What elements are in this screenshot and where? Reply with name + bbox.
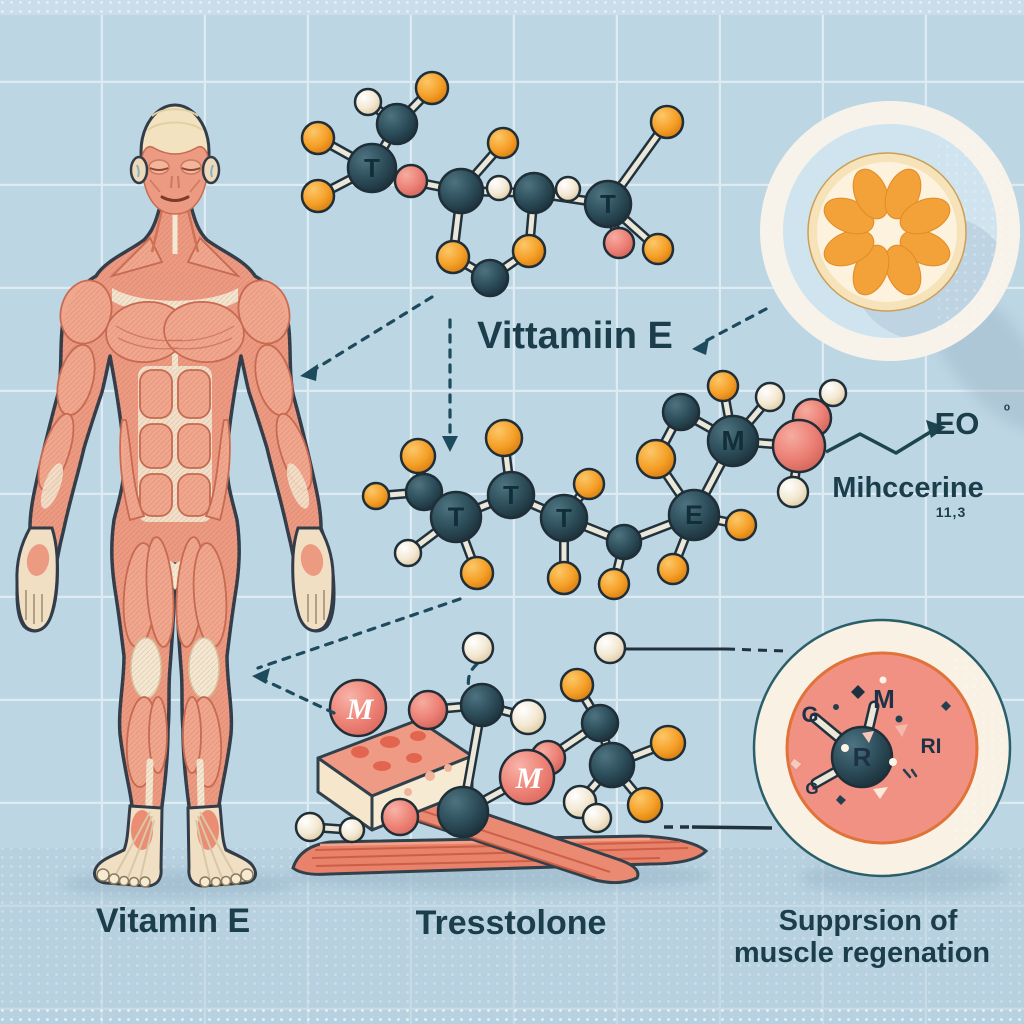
atom-label: R [853,742,872,772]
meat-and-muscle-illustration: M M [291,631,709,885]
orange-slice-inset [760,101,1020,361]
right-foot [186,804,258,888]
atom-label: T [448,502,465,532]
trestolone-molecule: T T T E M [361,369,946,601]
left-foot [92,804,164,888]
dashed-arrow-meat-to-knee [252,668,336,715]
atom-label: T [503,480,519,510]
atom-label: T [556,503,572,533]
inset-label-g-lower: G [805,779,818,798]
label-vitamin-e-molecule: Vittamiin E [477,315,673,357]
label-eo-superscript: ᵒ [1004,401,1010,418]
atom-label: M [721,425,744,456]
atom-label: M [346,693,375,726]
label-mihccerine-sub: 11,3 [936,504,966,520]
connectors [252,295,787,830]
label-suppression-line1: Supprsion of [779,905,958,937]
inset-label-g-upper: G [801,702,818,727]
vitamin-e-molecule: T T [300,70,685,298]
muscle-molecule: M M [294,631,687,844]
head [129,103,221,215]
label-suppression-line2: muscle regenation [734,937,990,969]
label-trestolone: Tresstolone [416,904,607,942]
atom-label: E [685,500,703,530]
inset-label-m: M [873,684,895,714]
dashed-arrow-orange-to-molecule [692,307,768,355]
dashed-arrow-down-to-molecule [442,318,458,452]
human-muscle-figure [15,103,336,888]
right-hand [291,526,335,633]
atom-label: M [515,762,544,795]
atom-label: T [364,153,380,183]
line-muscle-to-inset [664,825,773,830]
label-mihccerine: Mihccerine [832,472,984,504]
orange-slice [807,152,967,312]
muscle-regeneration-inset: R G M RI G [752,618,1012,878]
atom-label: T [600,189,616,219]
label-eo: EO [935,406,980,441]
bondline-to-eo-arrow [825,420,946,455]
label-vitamin-e-figure: Vitamin E [96,902,250,940]
confetti-particles [789,676,951,805]
left-hand [15,526,59,633]
dashed-arrow-molecule-to-arm [300,295,434,381]
line-cream-atom-to-inset [593,631,787,665]
text-labels: Vittamiin E Vitamin E Tresstolone Supprs… [96,315,1010,969]
inset-label-ri: RI [921,735,942,758]
dashed-line-molecule-to-knee [256,597,462,670]
